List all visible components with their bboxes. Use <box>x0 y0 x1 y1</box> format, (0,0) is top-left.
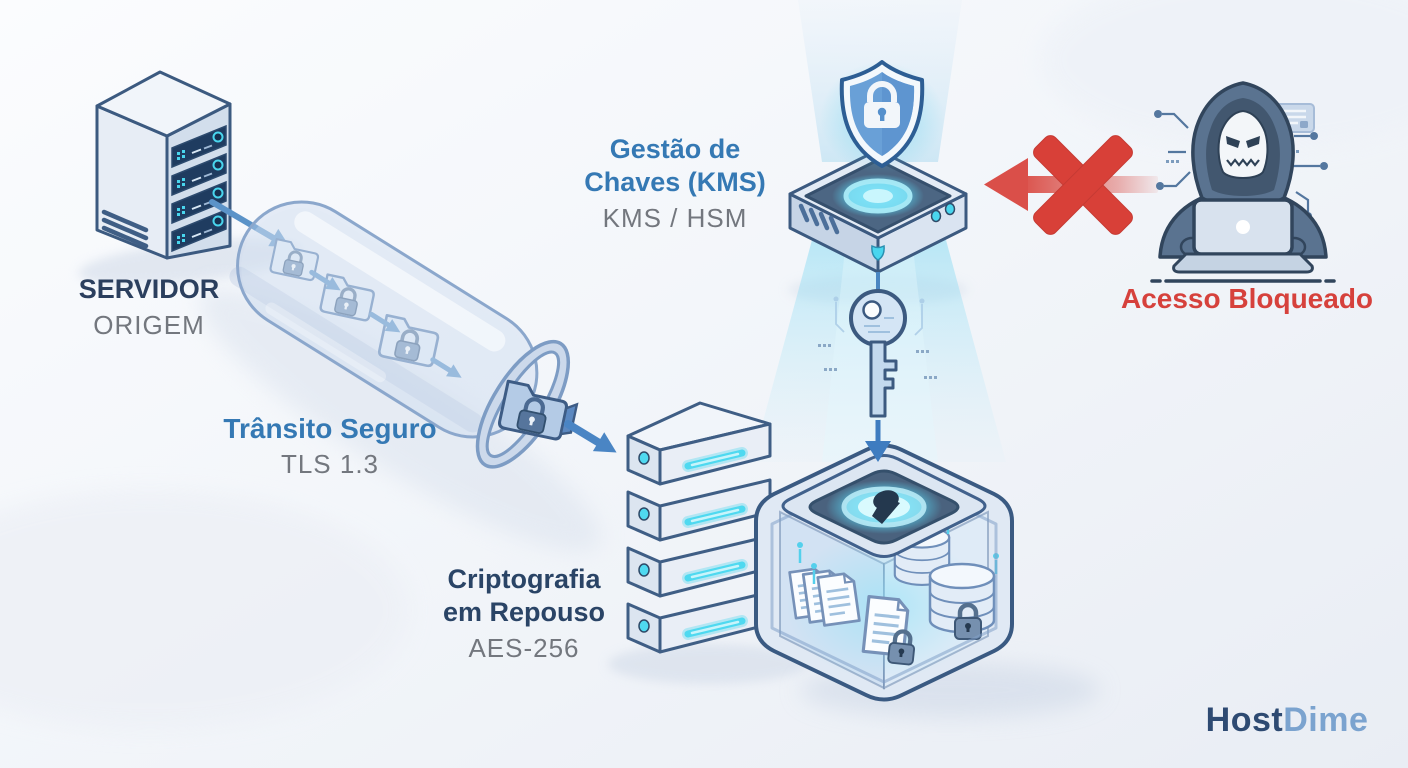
secure-transit-title: Trânsito Seguro <box>223 413 437 444</box>
key-binary-decor <box>818 296 937 379</box>
origin-server-subtitle: ORIGEM <box>93 310 205 340</box>
encryption-at-rest-title-line2: em Repouso <box>442 597 606 627</box>
server-tower-icon <box>95 70 232 260</box>
tunnel-to-storage-arrow <box>564 420 617 453</box>
mask-eyes <box>1226 136 1260 148</box>
storage-drawer <box>628 536 770 596</box>
locked-folder-dark-icon <box>498 381 578 442</box>
glass-cube-keyhole-icon <box>754 443 1014 702</box>
kms-appliance-icon <box>788 148 968 274</box>
exit-folder <box>498 381 578 442</box>
hacker-icon <box>1150 81 1336 283</box>
storage-drawer <box>628 480 770 540</box>
circuit-traces <box>1162 112 1320 212</box>
server-base-vents <box>101 209 149 249</box>
kms-shield-emblem-icon <box>871 244 885 261</box>
key-management-label: Gestão de Chaves (KMS) KMS / HSM <box>584 133 766 233</box>
encryption-at-rest-label: Criptografia em Repouso AES-256 <box>443 563 605 663</box>
key-management-title-line1: Gestão de <box>609 134 741 164</box>
storage-stack-icon <box>628 401 770 652</box>
secure-transit-subtitle: TLS 1.3 <box>280 449 380 479</box>
logo-dime: Dime <box>1283 701 1369 739</box>
kms-vents <box>798 203 840 235</box>
blocked-access-title: Acesso Bloqueado <box>1120 283 1374 314</box>
origin-server-label: SERVIDOR ORIGEM <box>79 273 220 340</box>
key-to-cube-arrow <box>865 420 891 462</box>
encryption-at-rest-subtitle: AES-256 <box>468 633 580 663</box>
mask-mouth <box>1226 158 1260 167</box>
secure-transit-label: Trânsito Seguro TLS 1.3 <box>223 412 436 479</box>
shield-lock-icon <box>820 60 944 174</box>
background-accents <box>0 0 1408 730</box>
hacker-mask <box>1217 109 1269 179</box>
key-icon <box>849 289 907 418</box>
logo-host: Host <box>1205 701 1284 739</box>
origin-server-title: SERVIDOR <box>78 274 220 304</box>
key-management-subtitle: KMS / HSM <box>602 203 748 233</box>
red-x-icon <box>1033 135 1133 235</box>
blocked-access-label: Acesso Bloqueado <box>1121 282 1373 315</box>
encryption-at-rest-title-line1: Criptografia <box>447 564 601 594</box>
kms-illustration <box>788 60 968 462</box>
key-management-title-line2: Chaves (KMS) <box>584 167 766 197</box>
blocked-access-illustration <box>984 81 1336 283</box>
tls-tunnel-icon <box>229 200 617 469</box>
hostdime-logo: HostDime <box>1206 701 1369 740</box>
keyhole-icon <box>872 490 900 524</box>
storage-drawer <box>628 592 770 652</box>
laptop-base <box>1172 252 1314 274</box>
